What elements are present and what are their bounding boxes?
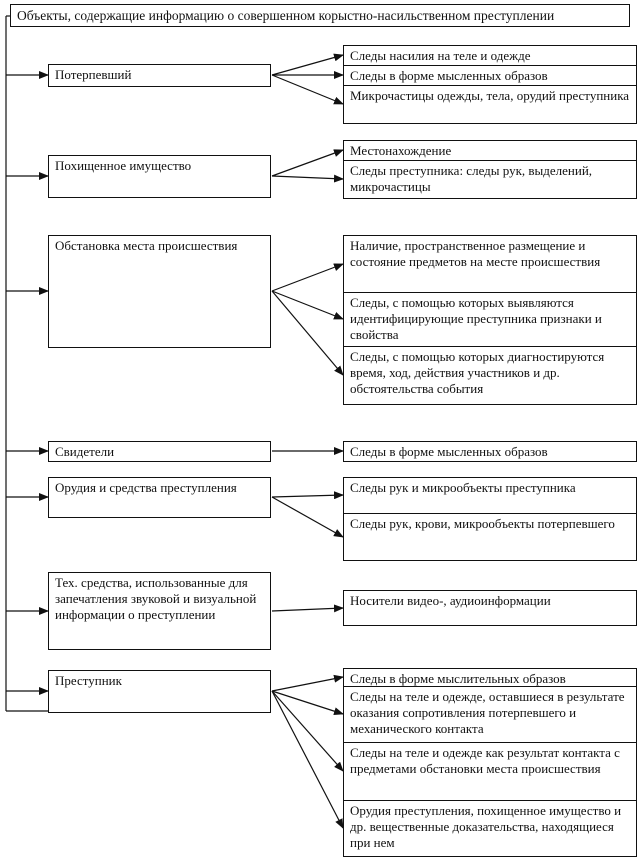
trace-box-2-2: Следы, с помощью которых диагностируются… — [343, 346, 637, 405]
trace-box-3-0: Следы в форме мысленных образов — [343, 441, 637, 462]
trace-box-4-1: Следы рук, крови, микрообъекты потерпевш… — [343, 513, 637, 561]
trace-box-5-0: Носители видео-, аудиоинформации — [343, 590, 637, 626]
diagram-title: Объекты, содержащие информацию о соверше… — [10, 4, 630, 27]
trace-box-0-0: Следы насилия на теле и одежде — [343, 45, 637, 66]
fork-arrow-6-3 — [271, 690, 344, 829]
trace-box-0-1: Следы в форме мысленных образов — [343, 65, 637, 86]
trace-box-6-3: Орудия преступления, похищенное имуществ… — [343, 800, 637, 857]
fork-arrow-2-2 — [271, 290, 344, 376]
trace-box-6-2: Следы на теле и одежде как результат кон… — [343, 742, 637, 801]
category-box-6: Преступник — [48, 670, 271, 713]
trace-box-2-0: Наличие, пространственное размещение и с… — [343, 235, 637, 293]
fork-arrow-0-2 — [271, 74, 344, 105]
trace-box-4-0: Следы рук и микрообъекты преступника — [343, 477, 637, 514]
category-box-4: Орудия и средства преступления — [48, 477, 271, 518]
trace-box-0-2: Микрочастицы одежды, тела, орудий престу… — [343, 85, 637, 124]
fork-arrow-4-1 — [271, 496, 344, 538]
fork-arrow-5-0 — [271, 604, 344, 613]
trace-box-6-1: Следы на теле и одежде, оставшиеся в рез… — [343, 686, 637, 743]
fork-arrow-2-1 — [271, 290, 344, 320]
category-box-0: Потерпевший — [48, 64, 271, 87]
fork-arrow-1-1 — [271, 174, 344, 183]
fork-arrow-0-0 — [271, 53, 344, 76]
fork-arrow-4-0 — [271, 491, 344, 500]
fork-arrow-6-1 — [271, 690, 344, 716]
trace-box-1-1: Следы преступника: следы рук, выделений,… — [343, 160, 637, 199]
trace-box-6-0: Следы в форме мыслительных образов — [343, 668, 637, 687]
fork-arrow-2-0 — [271, 263, 344, 292]
fork-arrow-6-0 — [271, 674, 344, 692]
trace-box-2-1: Следы, с помощью которых выявляются иден… — [343, 292, 637, 347]
category-box-1: Похищенное имущество — [48, 155, 271, 198]
fork-arrow-6-2 — [271, 690, 344, 772]
category-box-5: Тех. средства, использованные для запеча… — [48, 572, 271, 650]
category-box-2: Обстановка места происшествия — [48, 235, 271, 348]
category-box-3: Свидетели — [48, 441, 271, 462]
trace-box-1-0: Местонахождение — [343, 140, 637, 161]
fork-arrow-1-0 — [271, 149, 344, 177]
